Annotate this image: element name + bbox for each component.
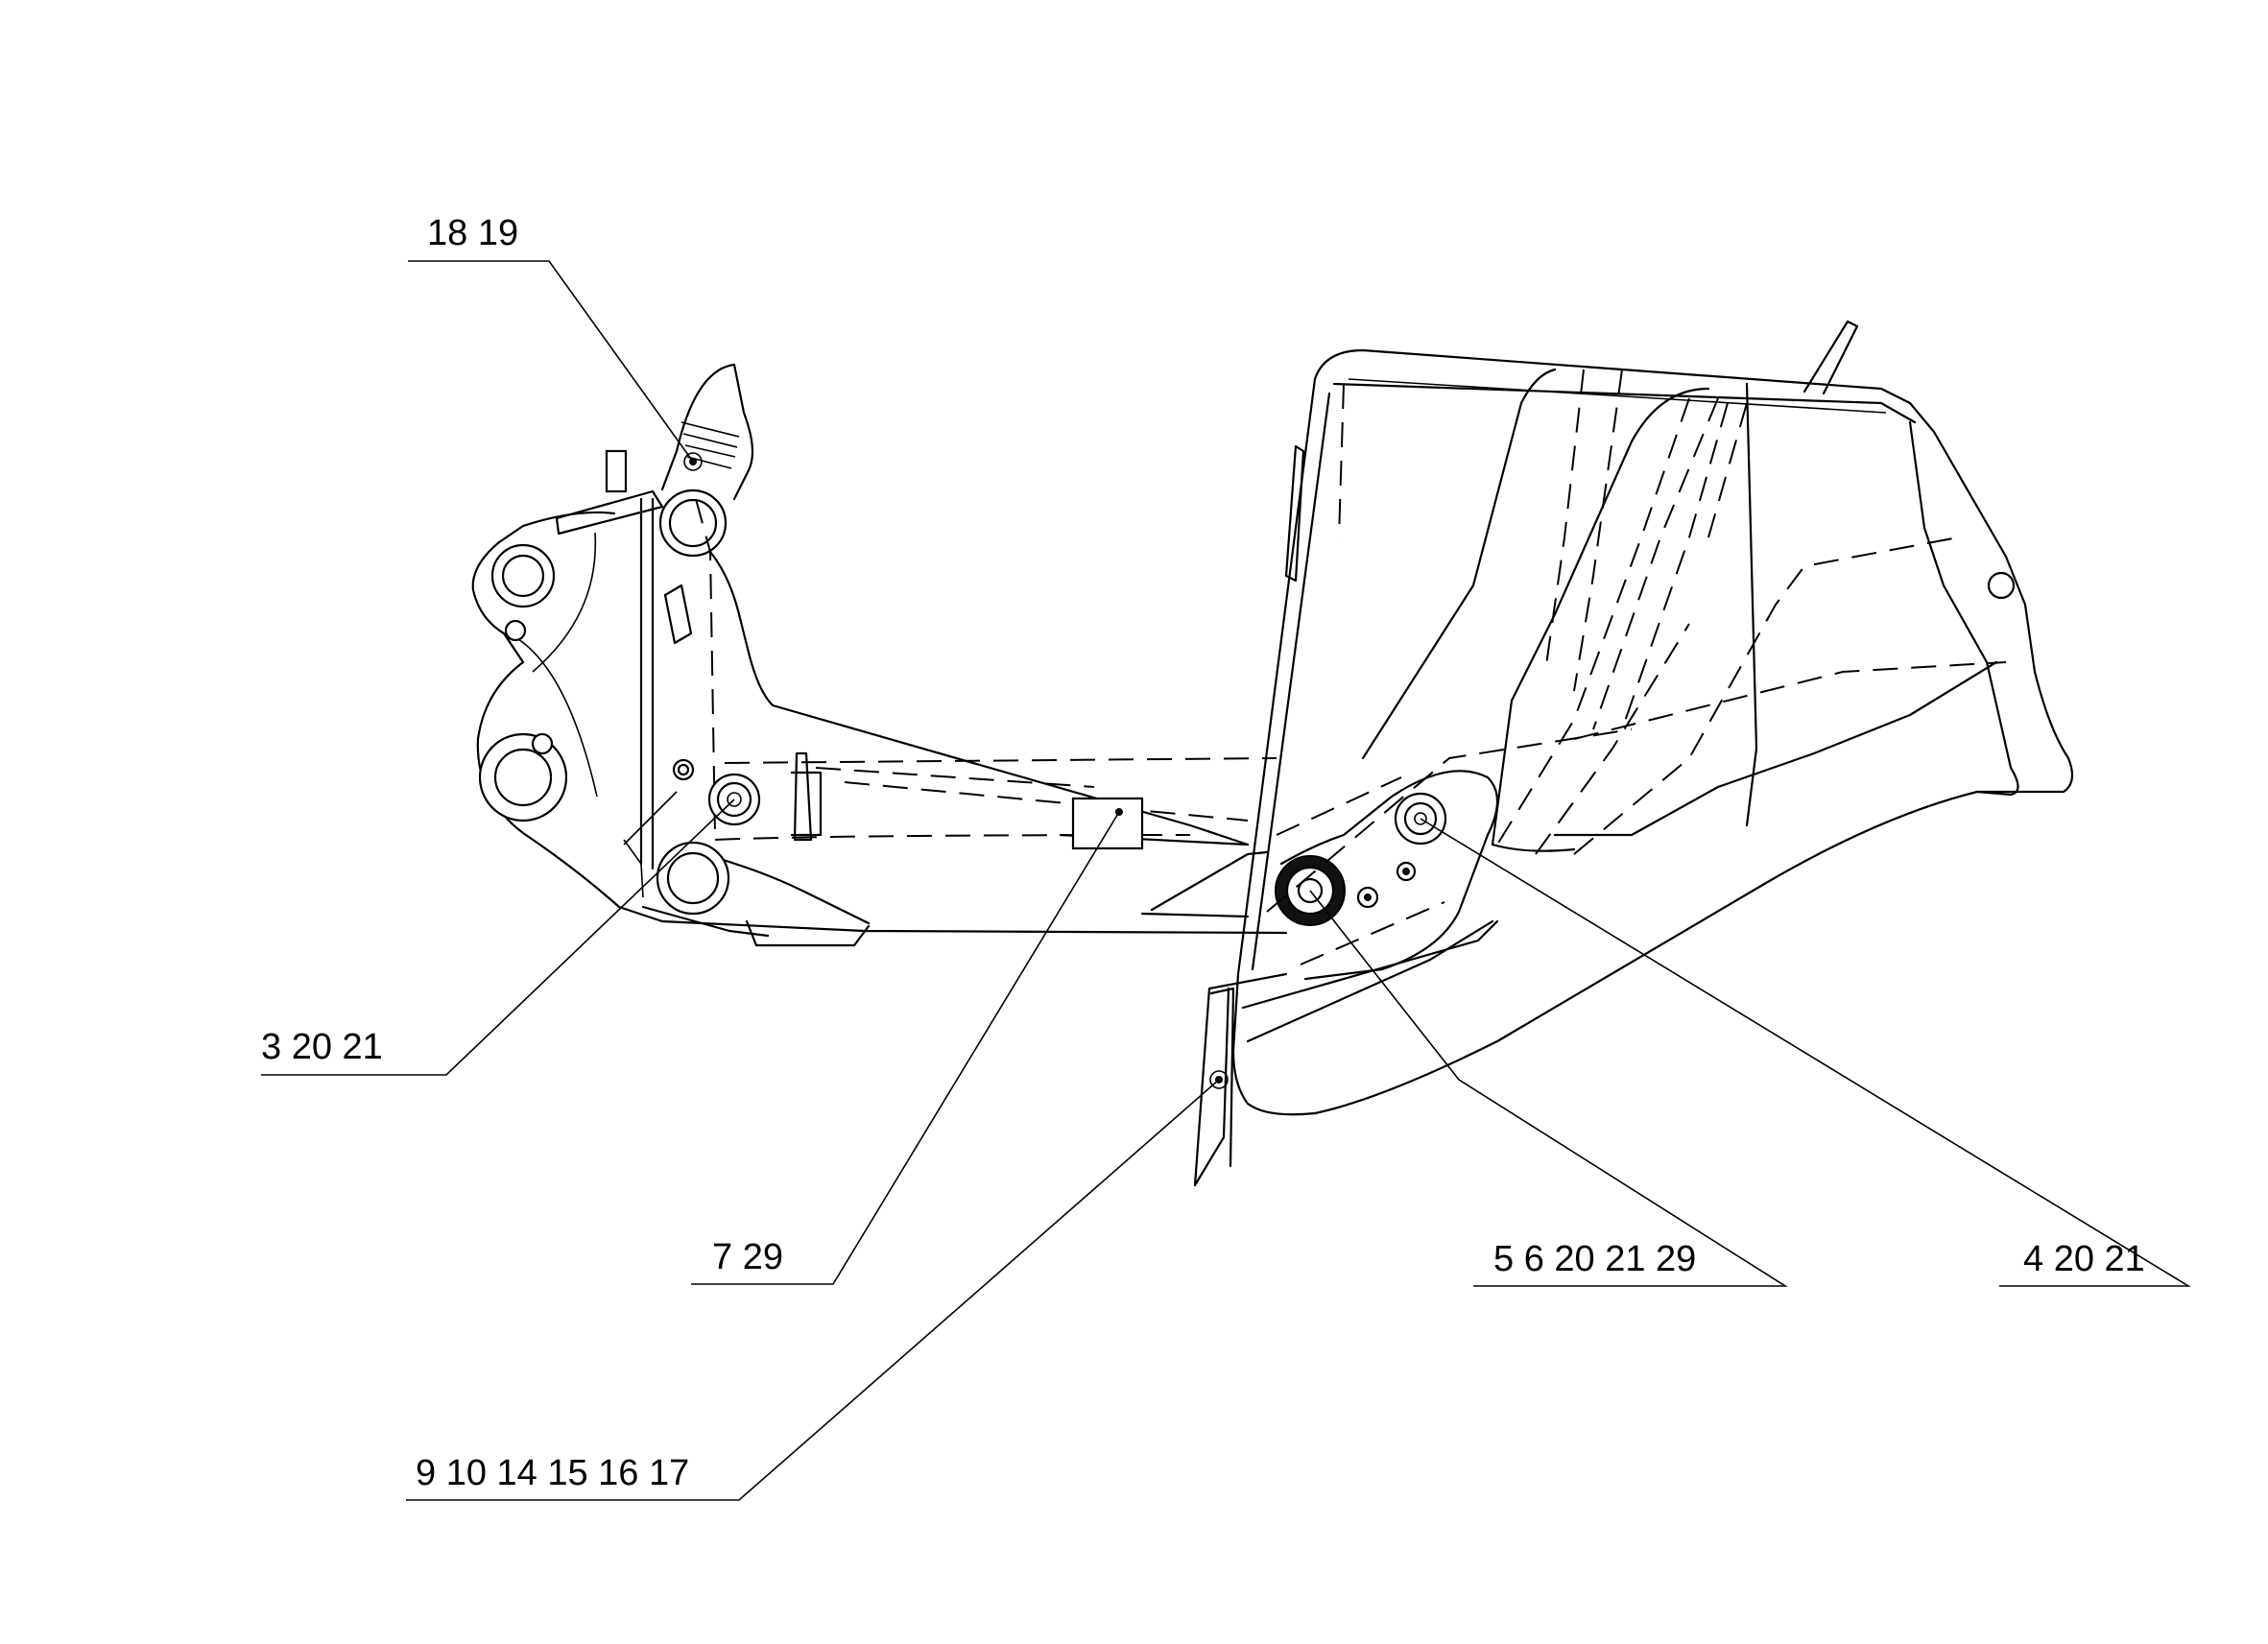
callout-5-6-20-21-29: 5 6 20 21 29 [1493,1239,1696,1279]
callout-labels: 18 19 3 20 21 7 29 9 10 14 15 16 17 5 6 … [261,213,2145,1493]
leader-c4 [406,1079,1220,1501]
leader-c5 [1309,890,1788,1287]
leader-c6 [1420,818,2191,1287]
leader-lines [261,260,2191,1501]
callout-18-19: 18 19 [427,213,518,253]
lift-arm [623,497,1288,947]
mounting-frame [471,511,664,923]
bucket-linkage [1140,770,1498,981]
bucket [1193,320,2074,1187]
tilt-lever [555,363,754,558]
leader-c1 [408,260,694,463]
callout-9-10-14-15-16-17: 9 10 14 15 16 17 [416,1453,689,1493]
callout-3-20-21: 3 20 21 [261,1027,383,1067]
leader-c3 [691,811,1120,1285]
callout-7-29: 7 29 [712,1237,783,1277]
leader-c2 [261,798,735,1076]
callout-4-20-21: 4 20 21 [2023,1239,2145,1279]
